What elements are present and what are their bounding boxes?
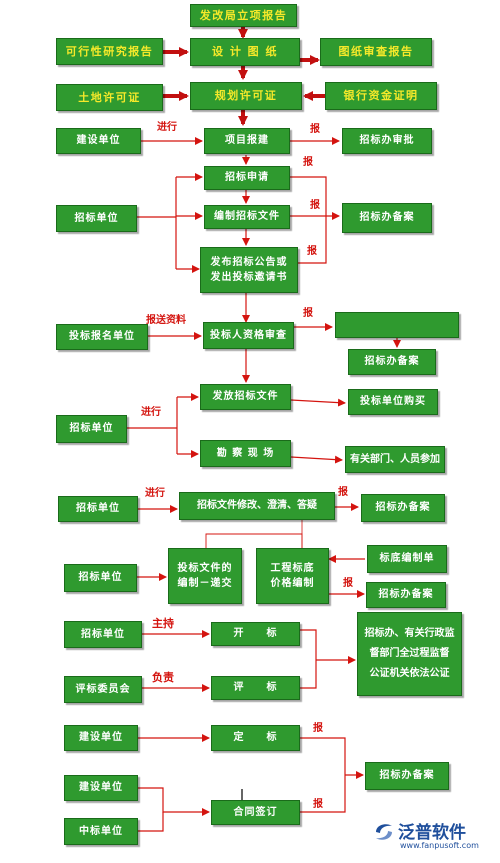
jd-line2: 督部门全过程监督: [369, 648, 450, 659]
logo-icon: [376, 824, 392, 840]
box-sjtz: 设 计 图 纸: [190, 38, 300, 66]
box-zbdw6: 中标单位: [64, 818, 138, 845]
label-bao-lower: 报: [307, 246, 317, 257]
box-htqd: 合同签订: [211, 800, 300, 825]
box-tbdwgm: 投标单位购买: [348, 389, 438, 415]
gcbd-line2: 价格编制: [270, 578, 315, 589]
box-pb: 评 标: [211, 676, 300, 700]
label-jinxing1: 进行: [157, 122, 177, 133]
line-zbdw6-htqd: [138, 812, 164, 832]
box-bdbz: 标底编制单: [367, 545, 447, 573]
label-jinxing2: 进行: [141, 407, 161, 418]
box-kb: 开 标: [211, 622, 300, 646]
box-jsdw1: 建设单位: [56, 128, 141, 154]
label-jinxing3: 进行: [145, 488, 165, 499]
label-zhuchi: 主持: [152, 617, 174, 630]
box-jzb: [335, 312, 459, 338]
fbgg-line1: 发布招标公告或: [210, 256, 288, 268]
label-bssl: 报送资料: [146, 315, 186, 326]
line-jsdw3-htqd: [138, 787, 210, 816]
tbwj-line2: 编制－递交: [177, 578, 233, 589]
box-zbbba4: 招标办备案: [366, 582, 446, 608]
label-bao6: 报: [343, 578, 353, 589]
box-xgcq: 招标文件修改、澄清、答疑: [179, 492, 335, 520]
box-zbbba3: 招标办备案: [361, 494, 445, 522]
box-tdxk: 土地许可证: [56, 84, 163, 111]
box-jsdw2: 建设单位: [64, 725, 138, 751]
box-zbdw2: 招标单位: [56, 415, 127, 443]
box-zbbba1: 招标办备案: [342, 203, 432, 233]
logo-name: 泛普软件: [398, 823, 466, 843]
box-fgj: 发改局立项报告: [190, 4, 297, 27]
label-bao7: 报: [313, 723, 323, 734]
box-jsdw3: 建设单位: [64, 775, 138, 801]
box-ygbm: 有关部门、人员参加: [345, 446, 445, 473]
box-jd: 招标办、有关行政监 督部门全过程监督 公证机关依法公证: [357, 612, 462, 696]
label-bao2: 报: [303, 157, 313, 168]
label-bao8: 报: [313, 799, 323, 810]
box-zgsc: 投标人资格审查: [203, 322, 294, 349]
jd-line3: 公证机关依法公证: [369, 668, 450, 679]
box-xmbj: 项目报建: [204, 128, 290, 154]
jd-line1: 招标办、有关行政监: [364, 628, 455, 639]
box-zbdw4: 招标单位: [64, 564, 137, 592]
box-fbgg: 发布招标公告或 发出投标邀请书: [200, 247, 298, 293]
box-ffzbwj: 发放招标文件: [200, 384, 291, 410]
arrow-ffzbwj-tbdw: [290, 398, 346, 407]
logo-url: www.fanpusoft.com: [400, 841, 479, 850]
box-zbbba5: 招标办备案: [365, 762, 449, 790]
box-kxx: 可行性研究报告: [56, 38, 163, 65]
logo: 泛普软件 www.fanpusoft.com: [372, 818, 494, 858]
box-yhzj: 银行资金证明: [325, 82, 437, 110]
box-zbdw5: 招标单位: [64, 621, 142, 648]
box-tbbm: 投标报名单位: [56, 324, 148, 350]
label-bao1: 报: [310, 124, 320, 135]
label-bao3: 报: [310, 200, 320, 211]
label-fuze: 负责: [152, 671, 174, 684]
box-pwh: 评标委员会: [64, 676, 142, 703]
gcbd-line1: 工程标底: [270, 562, 315, 574]
box-tbwj: 投标文件的 编制－递交: [168, 548, 242, 604]
box-zbsq: 招标申请: [204, 166, 290, 190]
label-bao4: 报: [303, 308, 313, 319]
box-zbdw3: 招标单位: [58, 496, 138, 522]
line-tbwj-bracket: [205, 533, 303, 548]
line-kbpb-bracket: [300, 629, 317, 689]
fbgg-line2: 发出投标邀请书: [210, 272, 288, 283]
box-tzsc: 图纸审查报告: [320, 38, 432, 66]
arrow-kcxc-ygbm: [290, 455, 343, 464]
box-ghxk: 规划许可证: [190, 82, 302, 110]
box-zbdw1: 招标单位: [56, 205, 137, 232]
box-zbbba2: 招标办备案: [348, 349, 436, 375]
line-report-bracket: [290, 176, 327, 264]
label-bao5: 报: [338, 487, 348, 498]
box-kcxc: 勘 察 现 场: [200, 440, 291, 467]
box-zbbsp: 招标办审批: [342, 128, 432, 154]
box-gcbd: 工程标底 价格编制: [256, 548, 329, 604]
tbwj-line1: 投标文件的: [177, 562, 233, 574]
box-db: 定 标: [211, 725, 300, 751]
box-bzzbwj: 编制招标文件: [204, 205, 290, 229]
